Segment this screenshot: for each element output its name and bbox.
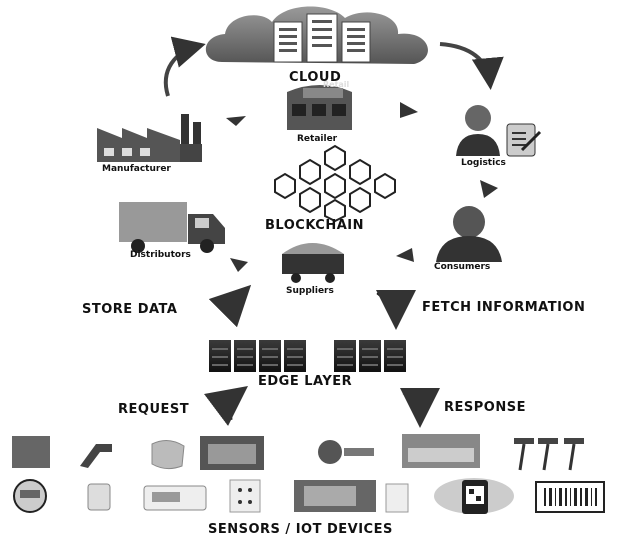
request-label: REQUEST bbox=[118, 402, 190, 417]
cycle-arrows bbox=[226, 102, 498, 272]
fetch-arrow bbox=[375, 289, 416, 330]
light-switch-icon bbox=[385, 483, 409, 513]
fetch-information-label: FETCH INFORMATION bbox=[422, 300, 586, 315]
arrow-to-cloud bbox=[163, 36, 206, 97]
store-arrow bbox=[208, 284, 252, 328]
blockchain-label: BLOCKCHAIN bbox=[265, 218, 365, 233]
logistics-label: Logistics bbox=[461, 158, 506, 168]
power-outlet-icon bbox=[229, 479, 261, 513]
response-arrow bbox=[399, 387, 440, 428]
retail-sign-label: Retail bbox=[323, 80, 350, 89]
arrow-from-cloud bbox=[439, 42, 504, 90]
retailer-label: Retailer bbox=[297, 134, 338, 144]
edge-layer-label: EDGE LAYER bbox=[258, 374, 353, 389]
suppliers-label: Suppliers bbox=[286, 286, 334, 296]
cloud-icon bbox=[205, 6, 428, 65]
response-label: RESPONSE bbox=[444, 400, 526, 415]
consumers-label: Consumers bbox=[434, 262, 491, 272]
solar-lights-icon bbox=[518, 443, 576, 471]
iot-devices-row-2 bbox=[13, 478, 514, 514]
request-arrow bbox=[204, 385, 248, 427]
card-reader-icon bbox=[12, 436, 50, 468]
smart-plug-icon bbox=[87, 483, 111, 511]
store-data-label: STORE DATA bbox=[82, 302, 178, 317]
iot-devices-row-1 bbox=[12, 434, 584, 471]
cloud-label: CLOUD bbox=[289, 70, 342, 85]
factory-icon bbox=[97, 114, 202, 162]
water-meter-icon bbox=[318, 440, 342, 464]
manufacturer-label: Manufacturer bbox=[102, 164, 171, 174]
supply-cart-icon bbox=[282, 243, 344, 283]
motion-sensor-icon bbox=[151, 440, 185, 470]
barcode-scanner-icon bbox=[80, 444, 112, 468]
blockchain-icon bbox=[274, 144, 396, 223]
consumer-person-icon bbox=[436, 206, 502, 262]
retailer-icon bbox=[287, 85, 352, 130]
barcode-icon bbox=[535, 481, 605, 513]
distributors-label: Distributors bbox=[130, 250, 191, 260]
truck-icon bbox=[119, 202, 225, 253]
logistics-person-icon bbox=[456, 105, 542, 157]
sensors-iot-label: SENSORS / IOT DEVICES bbox=[208, 522, 393, 537]
